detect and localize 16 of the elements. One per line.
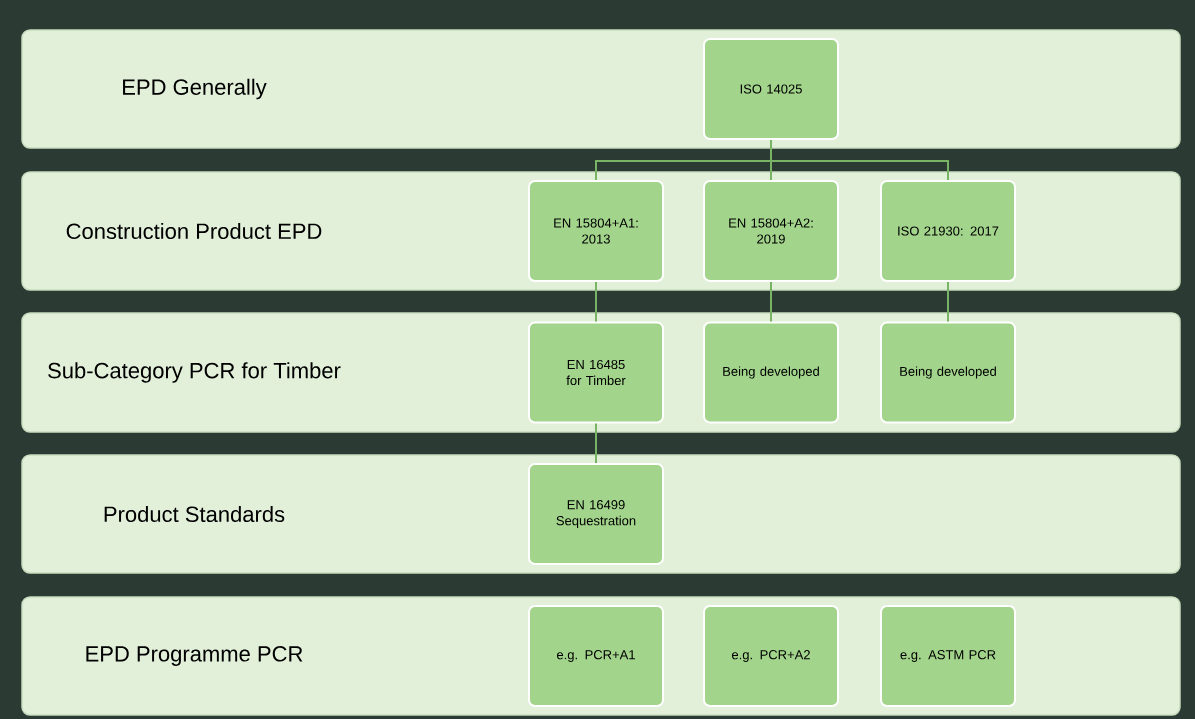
standard-box: EN 16499 Sequestration [528,463,664,565]
standard-box: EN 15804+A2: 2019 [703,180,839,282]
connector-line [947,281,949,323]
standard-box: e.g. ASTM PCR [880,605,1016,707]
standard-box: Being developed [880,321,1016,424]
standard-box: e.g. PCR+A2 [703,605,839,707]
connector-line [595,422,597,464]
standard-box: Being developed [703,321,839,424]
connector-line [770,139,949,181]
connector-line [770,281,772,323]
standard-box: ISO 14025 [703,38,839,140]
standard-box: e.g. PCR+A1 [528,605,664,707]
connector-line [595,281,597,323]
standard-box: EN 16485 for Timber [528,321,664,424]
standard-box: EN 15804+A1: 2013 [528,180,664,282]
standard-box: ISO 21930: 2017 [880,180,1016,282]
